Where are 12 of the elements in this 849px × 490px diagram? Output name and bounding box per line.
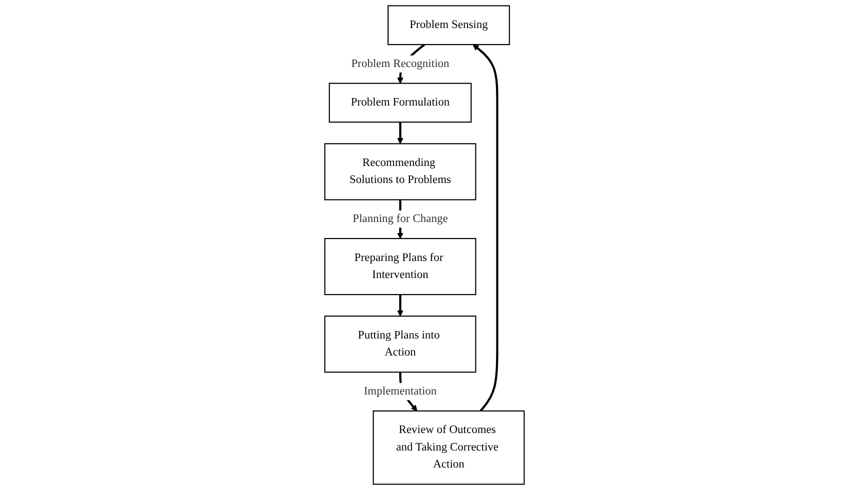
node-box: Problem Sensing — [388, 5, 510, 46]
edge-label: Problem Recognition — [351, 57, 450, 70]
arrow — [397, 122, 404, 144]
edge-label: Planning for Change — [352, 212, 448, 225]
arrow — [397, 294, 404, 316]
node-box: Recommending Solutions to Problems — [324, 143, 476, 200]
node-box: Review of Outcomes and Taking Corrective Action — [372, 410, 525, 485]
node-box: Problem Formulation — [328, 82, 472, 123]
node-box: Preparing Plans for Intervention — [324, 238, 476, 296]
node-box: Putting Plans into Action — [324, 316, 476, 373]
arrow — [472, 44, 498, 412]
edge-label: Implementation — [364, 385, 437, 398]
